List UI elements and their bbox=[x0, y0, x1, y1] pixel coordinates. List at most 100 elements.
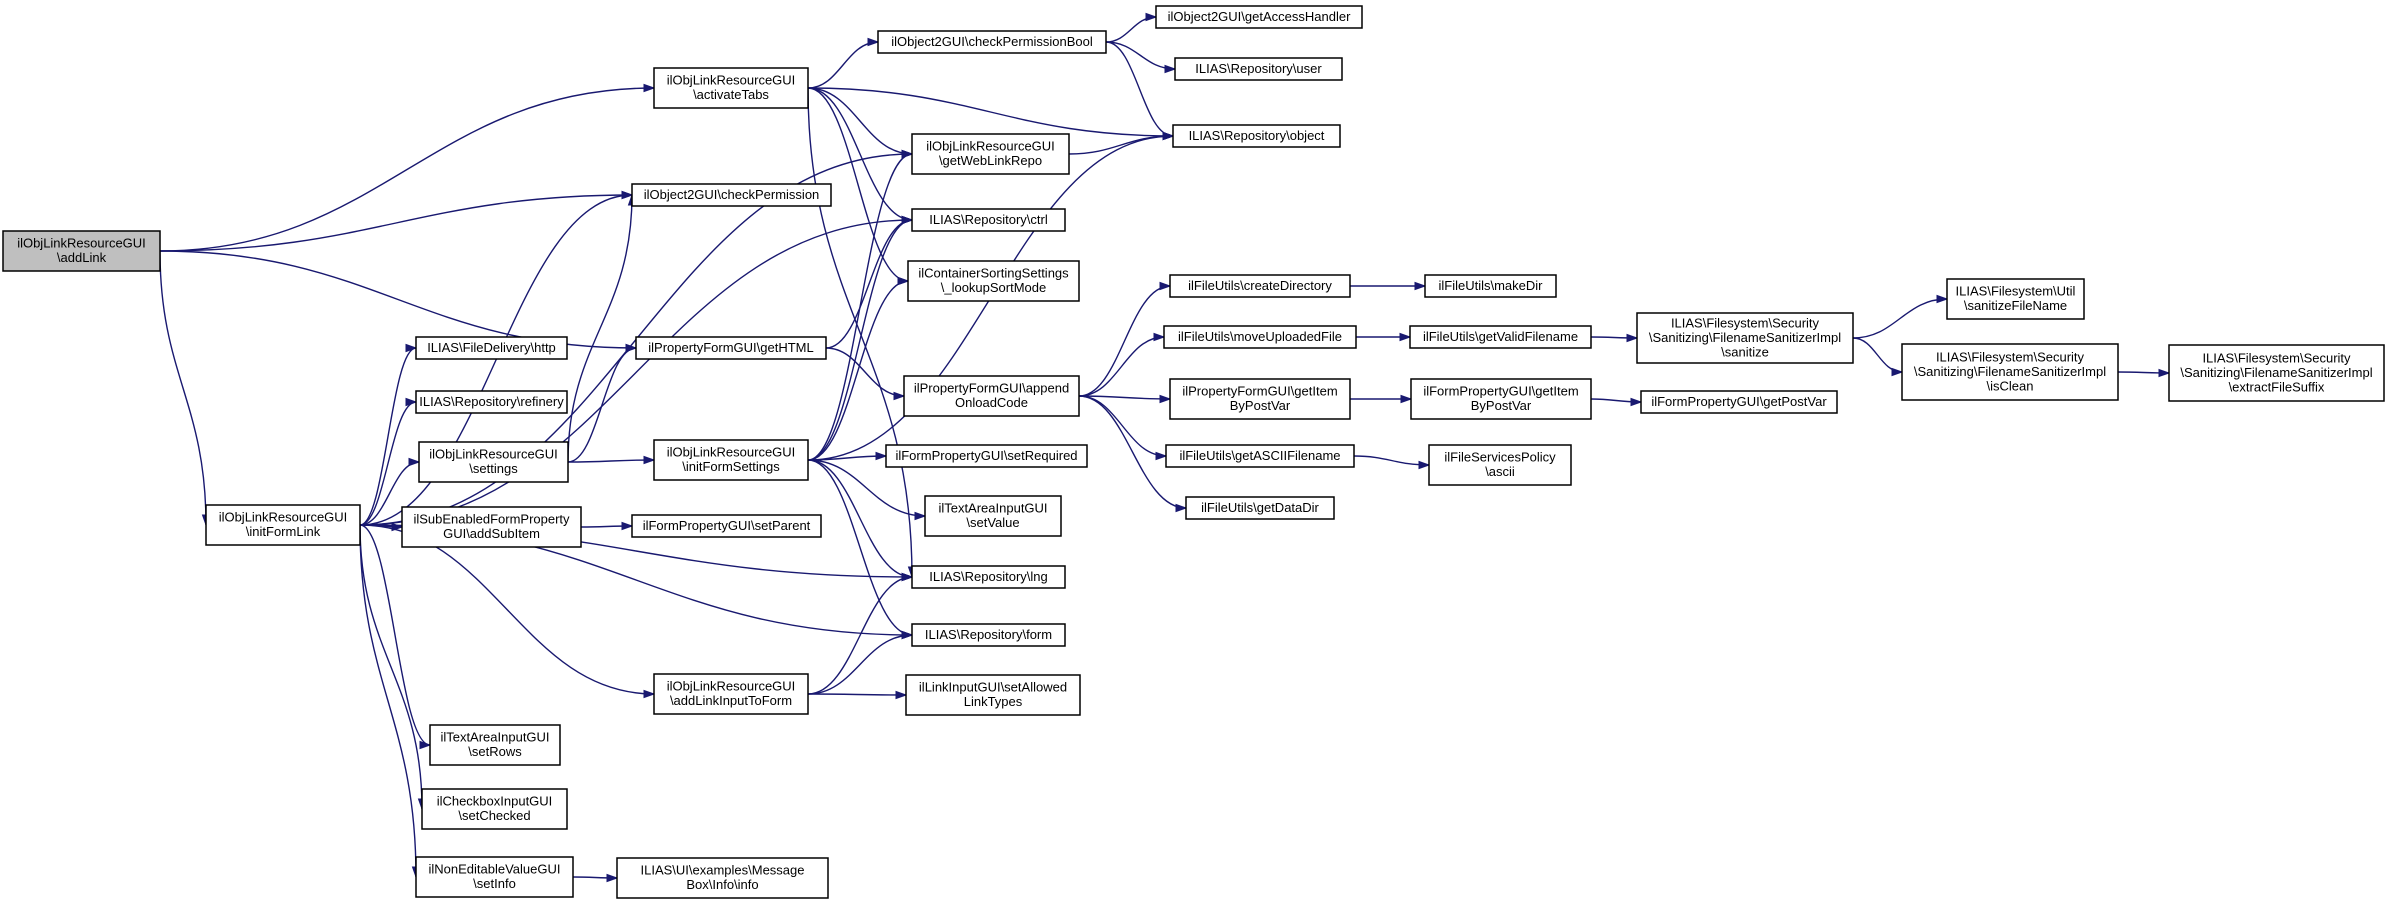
node-label-line: ilFormPropertyGUI\setRequired bbox=[895, 448, 1077, 463]
node-box bbox=[907, 260, 1080, 302]
node-nonEditableSetInfo[interactable]: ilNonEditableValueGUI\setInfo bbox=[415, 856, 574, 898]
node-label-line: ilLinkInputGUI\setAllowed bbox=[919, 680, 1067, 695]
edge-isClean-to-extractFileSuffix bbox=[2117, 368, 2171, 378]
node-lng[interactable]: ILIAS\Repository\lng bbox=[911, 565, 1066, 589]
arrowhead bbox=[1159, 394, 1172, 404]
node-box bbox=[631, 183, 832, 207]
node-http[interactable]: ILIAS\FileDelivery\http bbox=[415, 336, 568, 360]
node-form[interactable]: ILIAS\Repository\form bbox=[911, 623, 1066, 647]
node-refinery[interactable]: ILIAS\Repository\refinery bbox=[415, 390, 568, 414]
node-label-line: \isClean bbox=[1987, 378, 2034, 393]
node-box bbox=[616, 857, 829, 899]
node-isClean[interactable]: ILIAS\Filesystem\Security\Sanitizing\Fil… bbox=[1901, 343, 2119, 401]
arrowhead bbox=[643, 83, 656, 93]
arrowhead bbox=[893, 391, 906, 401]
edge-line bbox=[807, 693, 907, 696]
node-textAreaSetValue[interactable]: ilTextAreaInputGUI\setValue bbox=[924, 495, 1062, 537]
arrowhead bbox=[901, 630, 914, 640]
edge-appendOnloadCode-to-getItemByPostVar bbox=[1078, 394, 1172, 404]
node-getValidFilename[interactable]: ilFileUtils\getValidFilename bbox=[1409, 325, 1592, 349]
node-sanitize[interactable]: ILIAS\Filesystem\Security\Sanitizing\Fil… bbox=[1636, 312, 1854, 364]
node-extractFileSuffix[interactable]: ILIAS\Filesystem\Security\Sanitizing\Fil… bbox=[2168, 344, 2385, 402]
node-lookupSortMode[interactable]: ilContainerSortingSettings\_lookupSortMo… bbox=[907, 260, 1080, 302]
node-label-line: ILIAS\UI\examples\Message bbox=[640, 863, 804, 878]
node-checkPermissionBool[interactable]: ilObject2GUI\checkPermissionBool bbox=[877, 30, 1107, 54]
node-label-line: ilFormPropertyGUI\getItem bbox=[1423, 384, 1578, 399]
node-setParent[interactable]: ilFormPropertyGUI\setParent bbox=[631, 514, 822, 538]
edge-addLink-to-activateTabs bbox=[159, 83, 656, 252]
node-checkboxSetChecked[interactable]: ilCheckboxInputGUI\setChecked bbox=[421, 788, 568, 830]
node-box bbox=[205, 504, 361, 546]
node-label-line: \addLinkInputToForm bbox=[670, 693, 792, 708]
edge-getASCIIFilename-to-ascii bbox=[1353, 455, 1431, 470]
node-ascii[interactable]: ilFileServicesPolicy\ascii bbox=[1428, 444, 1572, 486]
node-moveUploadedFile[interactable]: ilFileUtils\moveUploadedFile bbox=[1163, 325, 1357, 349]
edges-layer bbox=[159, 12, 2171, 883]
edge-initFormLink-to-refinery bbox=[359, 397, 418, 526]
edge-line bbox=[825, 219, 913, 349]
node-addLinkInputToForm[interactable]: ilObjLinkResourceGUI\addLinkInputToForm bbox=[653, 673, 809, 715]
edge-initFormLink-to-checkboxSetChecked bbox=[359, 524, 427, 811]
edge-line bbox=[807, 280, 909, 461]
node-initFormLink[interactable]: ilObjLinkResourceGUI\initFormLink bbox=[205, 504, 361, 546]
node-activateTabs[interactable]: ilObjLinkResourceGUI\activateTabs bbox=[653, 67, 809, 109]
arrowhead bbox=[914, 511, 927, 521]
node-getHTML[interactable]: ilPropertyFormGUI\getHTML bbox=[635, 336, 827, 360]
edge-line bbox=[1852, 298, 1948, 339]
edge-initFormLink-to-textAreaSetRows bbox=[359, 524, 432, 750]
edge-initFormSettings-to-getWebLinkRepo bbox=[807, 149, 914, 461]
node-checkPermission[interactable]: ilObject2GUI\checkPermission bbox=[631, 183, 832, 207]
node-user[interactable]: ILIAS\Repository\user bbox=[1174, 57, 1343, 81]
node-box bbox=[911, 133, 1070, 175]
arrowhead bbox=[419, 740, 432, 750]
edge-line bbox=[159, 87, 655, 252]
node-box bbox=[903, 375, 1080, 417]
node-ctrl[interactable]: ILIAS\Repository\ctrl bbox=[911, 208, 1066, 232]
node-label-line: ilFileUtils\createDirectory bbox=[1188, 278, 1332, 293]
node-object[interactable]: ILIAS\Repository\object bbox=[1172, 124, 1341, 148]
node-label-line: Box\Info\info bbox=[686, 877, 758, 892]
node-box bbox=[401, 506, 582, 548]
node-getDataDir[interactable]: ilFileUtils\getDataDir bbox=[1185, 496, 1335, 520]
arrowhead bbox=[643, 455, 656, 465]
edge-checkPermissionBool-to-getAccessHandler bbox=[1105, 12, 1158, 43]
edge-line bbox=[567, 347, 637, 463]
node-label-line: ilNonEditableValueGUI bbox=[429, 862, 561, 877]
edge-checkPermissionBool-to-object bbox=[1105, 41, 1175, 141]
node-settings[interactable]: ilObjLinkResourceGUI\settings bbox=[418, 441, 569, 483]
node-addLink[interactable]: ilObjLinkResourceGUI\addLink bbox=[2, 230, 161, 272]
node-label-line: ilFormPropertyGUI\setParent bbox=[643, 518, 811, 533]
nodes-layer: ilObjLinkResourceGUI\addLinkilObjLinkRes… bbox=[2, 5, 2385, 899]
node-label-line: ilObjLinkResourceGUI bbox=[17, 236, 146, 251]
node-initFormSettings[interactable]: ilObjLinkResourceGUI\initFormSettings bbox=[653, 439, 809, 481]
edge-line bbox=[1353, 455, 1430, 466]
node-getPostVar[interactable]: ilFormPropertyGUI\getPostVar bbox=[1640, 390, 1838, 414]
node-getASCIIFilename[interactable]: ilFileUtils\getASCIIFilename bbox=[1165, 444, 1355, 468]
edge-line bbox=[807, 87, 913, 155]
node-label-line: ilTextAreaInputGUI bbox=[440, 730, 549, 745]
node-getAccessHandler[interactable]: ilObject2GUI\getAccessHandler bbox=[1155, 5, 1363, 29]
arrowhead bbox=[1414, 281, 1427, 291]
node-createDirectory[interactable]: ilFileUtils\createDirectory bbox=[1169, 274, 1351, 298]
edge-line bbox=[1105, 16, 1157, 43]
edge-settings-to-initFormSettings bbox=[567, 455, 656, 465]
node-sanitizeFileName[interactable]: ILIAS\Filesystem\Util\sanitizeFileName bbox=[1946, 278, 2085, 320]
node-makeDir[interactable]: ilFileUtils\makeDir bbox=[1424, 274, 1557, 298]
edge-line bbox=[807, 87, 913, 578]
edge-line bbox=[359, 524, 417, 878]
node-label-line: ilPropertyFormGUI\getHTML bbox=[648, 340, 813, 355]
node-textAreaSetRows[interactable]: ilTextAreaInputGUI\setRows bbox=[429, 724, 561, 766]
node-setRequired[interactable]: ilFormPropertyGUI\setRequired bbox=[885, 444, 1088, 468]
node-label-line: ILIAS\Repository\refinery bbox=[419, 394, 564, 409]
edge-line bbox=[1078, 395, 1187, 509]
node-getWebLinkRepo[interactable]: ilObjLinkResourceGUI\getWebLinkRepo bbox=[911, 133, 1070, 175]
arrowhead bbox=[625, 343, 638, 353]
edge-line bbox=[1078, 336, 1165, 397]
node-box bbox=[653, 439, 809, 481]
